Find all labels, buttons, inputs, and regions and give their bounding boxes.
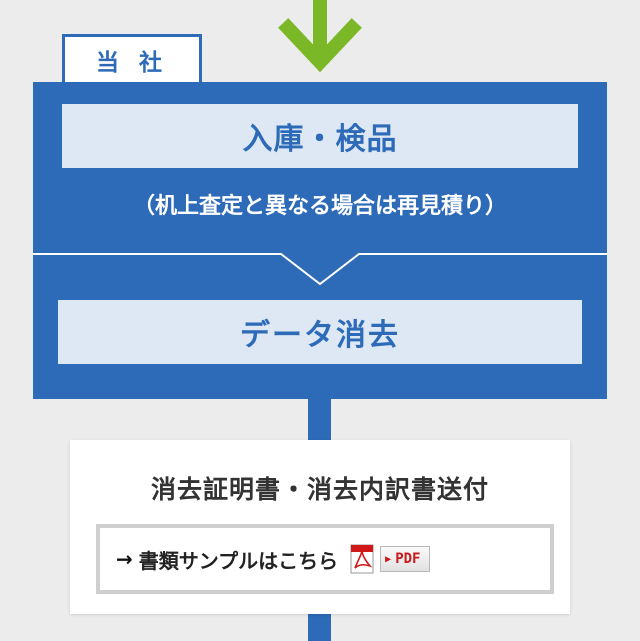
company-label: 当 社 <box>95 49 168 76</box>
link-arrow-icon: → <box>116 547 133 571</box>
pdf-icon <box>350 544 374 574</box>
company-tab: 当 社 <box>62 34 202 82</box>
company-process-block: 入庫・検品 （机上査定と異なる場合は再見積り） データ消去 <box>33 82 607 399</box>
step-receive-note: （机上査定と異なる場合は再見積り） <box>132 194 507 219</box>
down-arrow-icon <box>278 0 362 73</box>
pdf-badge[interactable]: ▶ PDF <box>380 546 430 572</box>
step-divider-chevron <box>33 253 607 286</box>
pdf-play-icon: ▶ <box>385 553 392 565</box>
pdf-badge-label: PDF <box>395 551 421 567</box>
documents-title: 消去証明書・消去内訳書送付 <box>150 475 489 504</box>
documents-card: 消去証明書・消去内訳書送付 → 書類サンプルはこちら ▶ PDF <box>70 440 570 614</box>
sample-documents-link[interactable]: → 書類サンプルはこちら ▶ PDF <box>96 524 554 594</box>
step-data-erase: データ消去 <box>58 300 582 364</box>
sample-link-label[interactable]: 書類サンプルはこちら <box>138 548 339 573</box>
step-receive-inspect: 入庫・検品 <box>62 104 578 168</box>
